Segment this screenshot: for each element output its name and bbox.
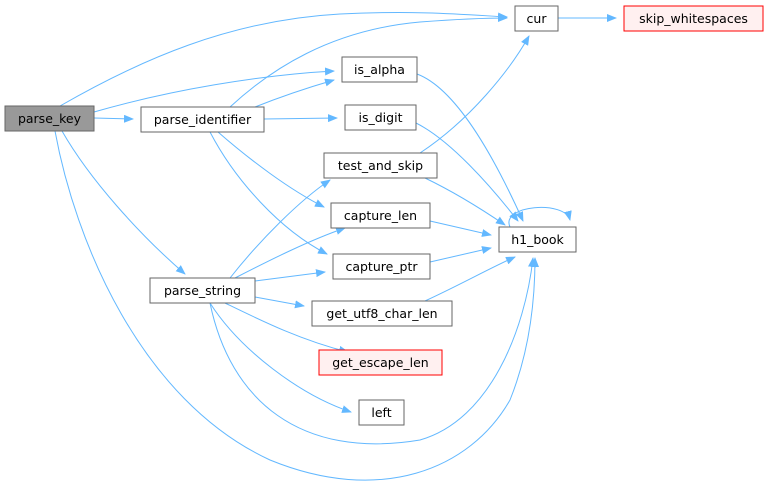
node-label: cur bbox=[527, 11, 548, 26]
edge-parse_identifier-to-cur bbox=[229, 14, 508, 108]
edge-parse_string-to-test_and_skip bbox=[229, 179, 331, 279]
edge-parse_key-to-h1_book bbox=[54, 130, 539, 481]
node-parse-key[interactable]: parse_key bbox=[4, 105, 95, 132]
node-is-digit[interactable]: is_digit bbox=[344, 104, 417, 131]
edge-parse_key-to-cur bbox=[59, 12, 508, 107]
node-box bbox=[514, 5, 559, 32]
edge-parse_identifier-to-capture_len bbox=[217, 131, 325, 208]
node-box bbox=[330, 202, 431, 229]
node-cur[interactable]: cur bbox=[514, 5, 559, 32]
node-label: test_and_skip bbox=[338, 158, 423, 173]
node-h1-book[interactable]: h1_book bbox=[498, 226, 577, 253]
node-capture-ptr[interactable]: capture_ptr bbox=[332, 253, 431, 280]
node-box bbox=[623, 5, 764, 32]
node-box bbox=[344, 104, 417, 131]
edge-test_and_skip-to-cur bbox=[419, 35, 530, 154]
edge-get_utf8_char_len-to-h1_book bbox=[424, 256, 516, 302]
node-label: skip_whitespaces bbox=[639, 11, 748, 26]
node-is-alpha[interactable]: is_alpha bbox=[341, 56, 418, 83]
node-get-utf8-char-len[interactable]: get_utf8_char_len bbox=[311, 300, 453, 327]
edge-parse_string-to-get_utf8_char_len bbox=[254, 296, 305, 309]
edge-parse_identifier-to-capture_ptr bbox=[209, 131, 328, 255]
edge-capture_len-to-h1_book bbox=[429, 220, 492, 237]
edge-parse_string-to-h1_book bbox=[209, 257, 536, 445]
edge-parse_key-to-parse_string bbox=[61, 130, 186, 275]
node-parse-identifier[interactable]: parse_identifier bbox=[140, 106, 265, 133]
edge-parse_string-to-capture_ptr bbox=[254, 269, 326, 282]
edge-parse_key-to-parse_identifier bbox=[93, 114, 134, 123]
node-label: is_alpha bbox=[354, 62, 405, 77]
edge-parse_key-to-is_alpha bbox=[93, 67, 335, 113]
node-label: parse_string bbox=[164, 283, 241, 298]
node-test-and-skip[interactable]: test_and_skip bbox=[323, 152, 438, 179]
node-box bbox=[318, 349, 443, 376]
nodes: parse_key cur skip_whitespaces is_alphapars… bbox=[4, 5, 764, 426]
node-label: is_digit bbox=[359, 110, 403, 125]
edge-parse_string-to-left bbox=[209, 302, 352, 413]
node-label: capture_ptr bbox=[345, 259, 418, 274]
edge-is_digit-to-h1_book bbox=[415, 122, 519, 222]
node-box bbox=[498, 226, 577, 253]
node-box bbox=[311, 300, 453, 327]
node-box bbox=[149, 277, 256, 304]
edge-parse_string-to-get_escape_len bbox=[224, 302, 349, 354]
edge-h1_book-to-h1_book bbox=[508, 206, 572, 228]
edge-parse_identifier-to-is_digit bbox=[263, 114, 338, 123]
edge-is_alpha-to-h1_book bbox=[416, 73, 524, 222]
node-box bbox=[323, 152, 438, 179]
node-get-escape-len[interactable]: get_escape_len bbox=[318, 349, 443, 376]
node-capture-len[interactable]: capture_len bbox=[330, 202, 431, 229]
edge-parse_string-to-capture_len bbox=[234, 227, 346, 279]
node-box bbox=[341, 56, 418, 83]
node-left[interactable]: left bbox=[358, 399, 405, 426]
node-label: left bbox=[371, 405, 391, 420]
node-label: parse_identifier bbox=[154, 112, 252, 127]
edge-test_and_skip-to-h1_book bbox=[424, 177, 506, 226]
node-label: get_utf8_char_len bbox=[326, 306, 437, 321]
node-box bbox=[358, 399, 405, 426]
node-label: capture_len bbox=[344, 208, 417, 223]
node-box bbox=[4, 105, 95, 132]
node-box bbox=[140, 106, 265, 133]
node-skip-whitespaces[interactable]: skip_whitespaces bbox=[623, 5, 764, 32]
node-box bbox=[332, 253, 431, 280]
node-parse-string[interactable]: parse_string bbox=[149, 277, 256, 304]
node-label: h1_book bbox=[511, 232, 564, 247]
edge-parse_identifier-to-is_alpha bbox=[254, 78, 335, 108]
node-label: get_escape_len bbox=[332, 355, 428, 370]
edges bbox=[54, 12, 617, 481]
node-label: parse_key bbox=[18, 111, 82, 126]
edge-capture_ptr-to-h1_book bbox=[429, 246, 492, 263]
